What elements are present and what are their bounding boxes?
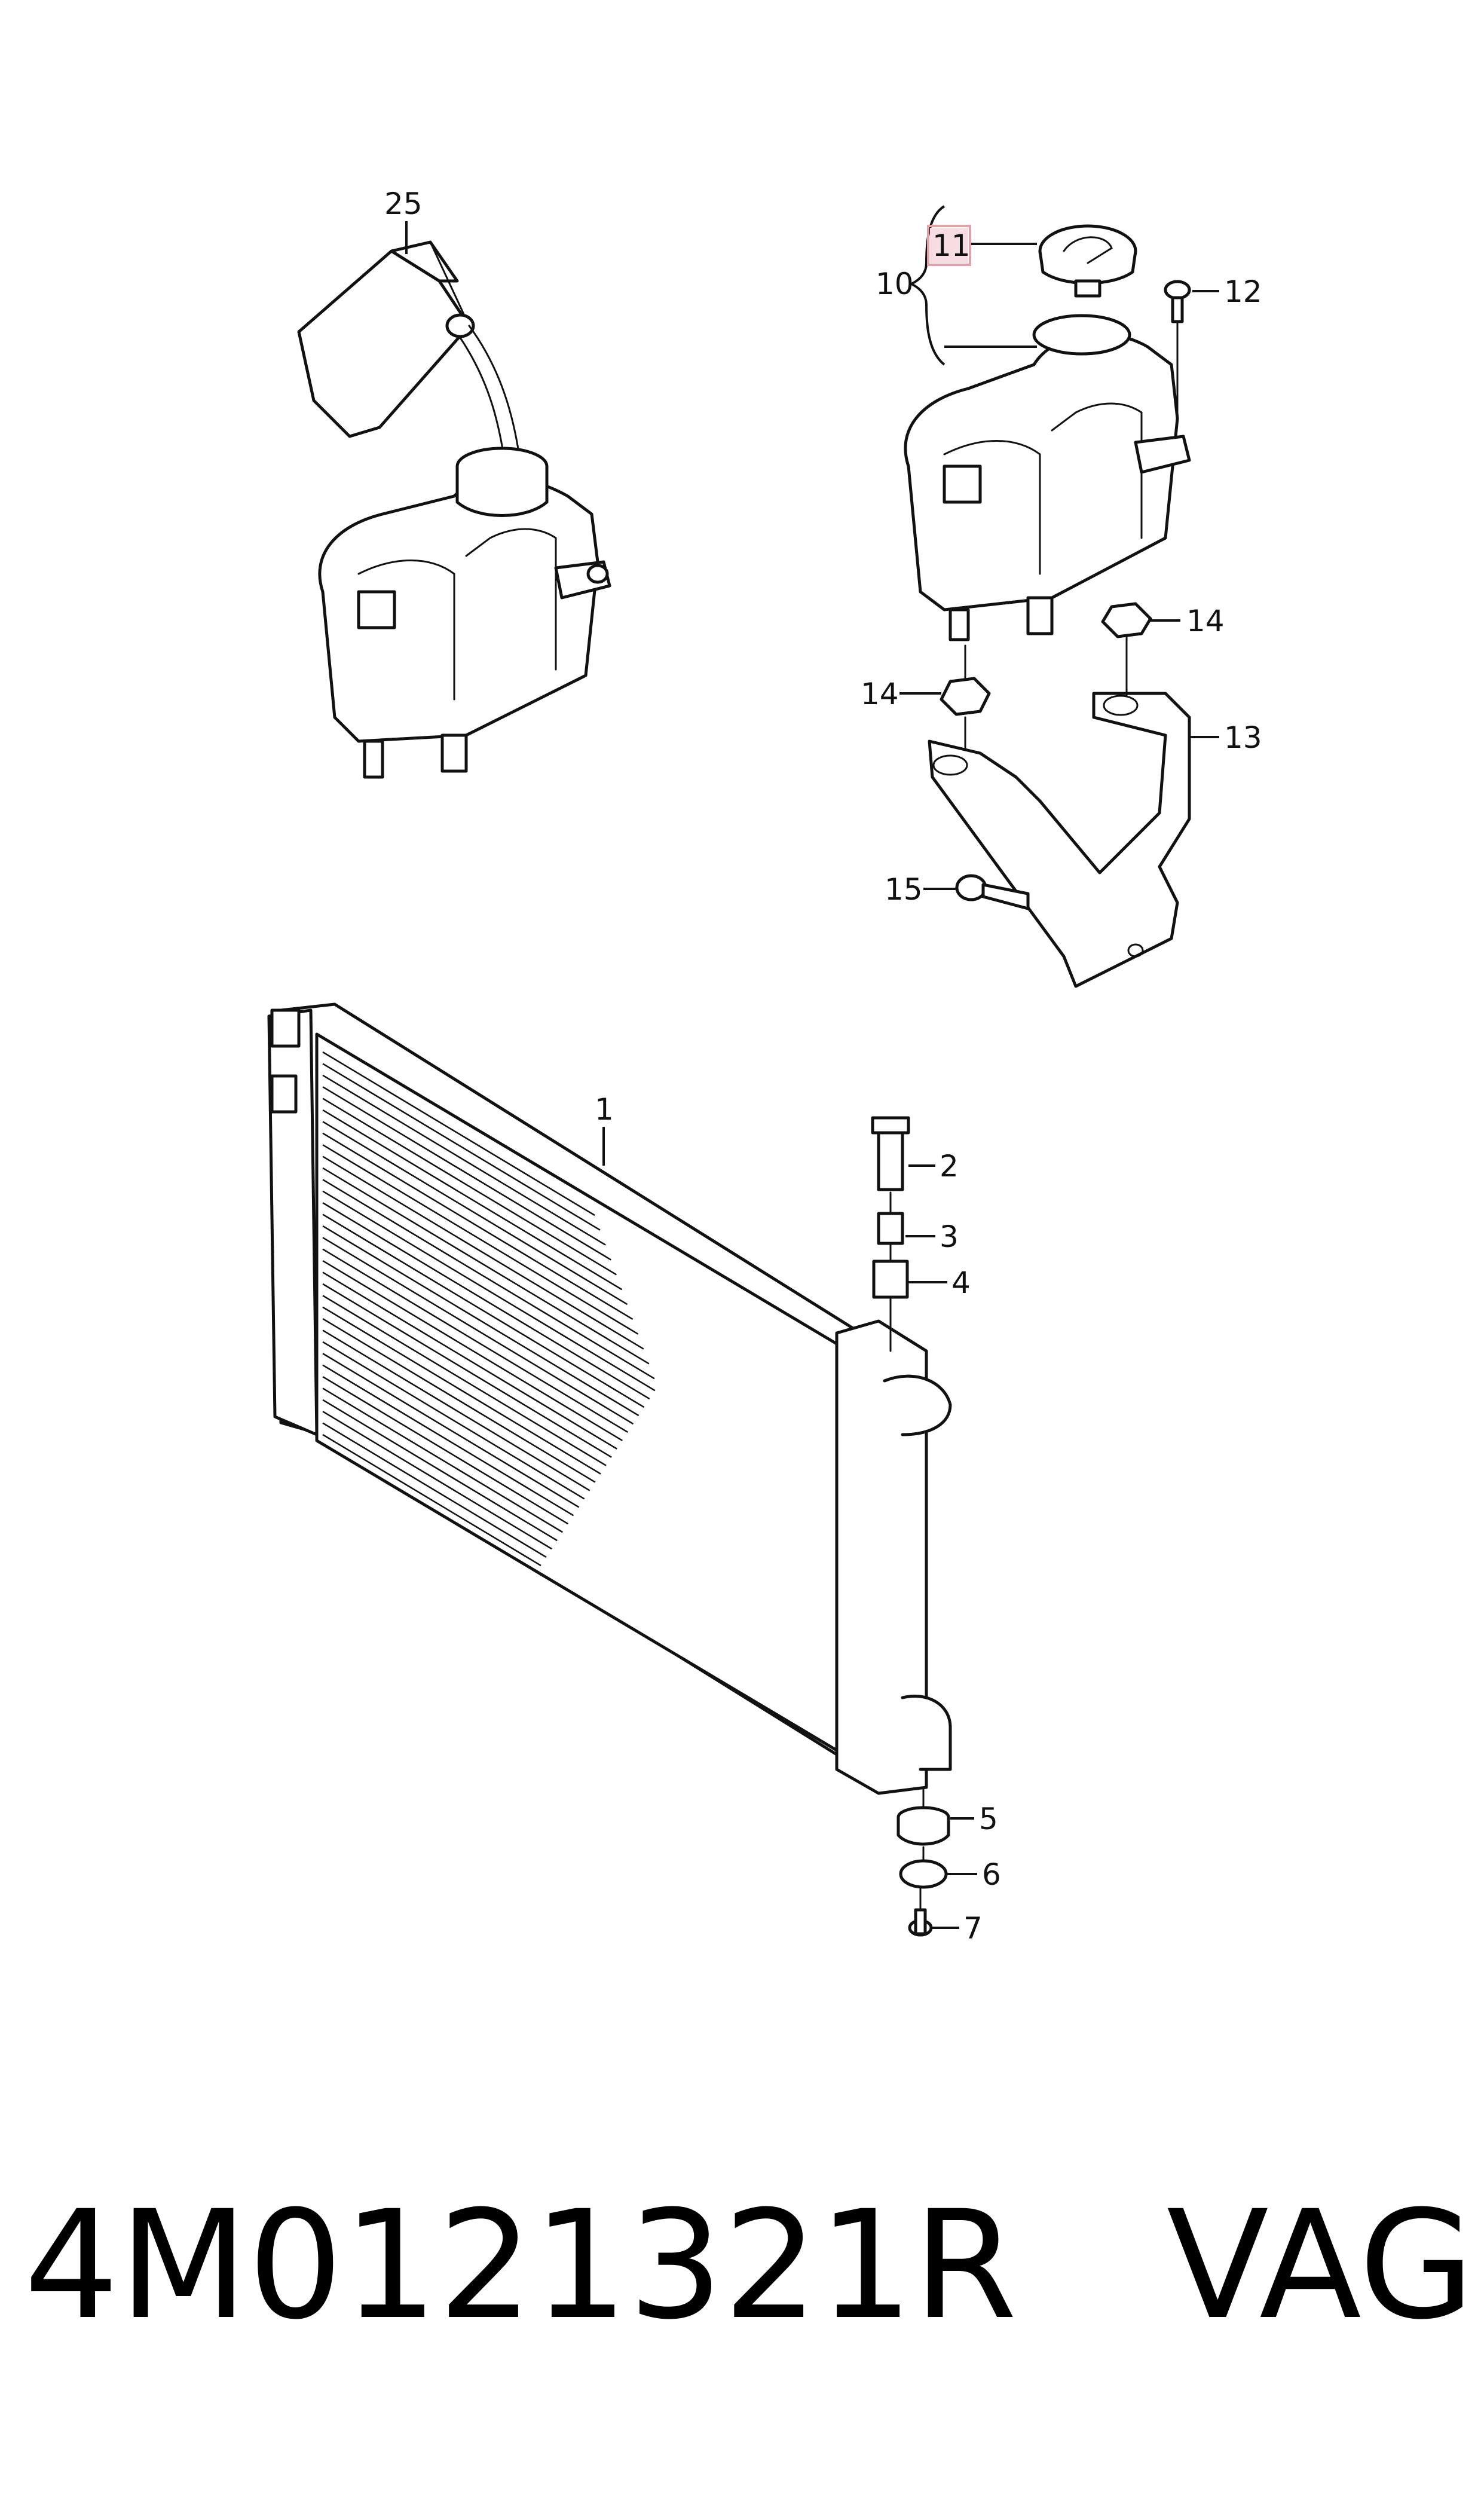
radiator-illustration (267, 1002, 952, 1795)
radiator-fin (322, 1109, 623, 1291)
callout-5: 5 (979, 1802, 998, 1836)
radiator-fin (322, 1132, 634, 1320)
radiator-fin (322, 1144, 639, 1335)
radiator-fins (322, 1051, 656, 1567)
callout-6: 6 (982, 1857, 1001, 1892)
grommet-5 (896, 1806, 950, 1846)
brand-label: VAG (1166, 2178, 1475, 2352)
radiator-fin (322, 1387, 564, 1533)
callout-10: 10 (876, 267, 914, 301)
callout-14-left: 14 (861, 677, 899, 711)
callout-15: 15 (885, 872, 923, 907)
radiator-fin (322, 1074, 606, 1246)
part-number: 4M0121321R (24, 2178, 1017, 2352)
radiator-fin (322, 1225, 640, 1417)
bracket-13 (928, 692, 1191, 988)
mount-4 (872, 1259, 909, 1299)
coolant-canister-illustration (297, 240, 521, 464)
expansion-tank-left (318, 447, 611, 779)
radiator-fin (322, 1317, 596, 1483)
radiator-fin (322, 1167, 650, 1365)
callout-11-highlight (927, 225, 971, 266)
part-number-footer: 4M0121321R VAG (24, 2176, 1474, 2355)
radiator-fin (322, 1248, 629, 1433)
radiator-fin (322, 1202, 650, 1400)
clip-nut-14-left (940, 677, 991, 716)
callout-2: 2 (940, 1149, 959, 1184)
callout-7: 7 (963, 1911, 983, 1946)
radiator-fin (322, 1295, 607, 1466)
radiator-fin (322, 1433, 541, 1567)
screw-12 (1164, 280, 1191, 323)
radiator-fin (322, 1422, 547, 1558)
radiator-fin (322, 1086, 611, 1261)
radiator-fin (322, 1411, 552, 1550)
radiator-fin (322, 1283, 612, 1458)
expansion-tank-right (904, 224, 1191, 988)
radiator-fin (322, 1155, 644, 1350)
radiator-fin (322, 1341, 585, 1500)
callout-4: 4 (951, 1265, 971, 1300)
radiator-fin (322, 1260, 623, 1441)
radiator-fin (322, 1190, 656, 1392)
radiator-fin (322, 1237, 634, 1425)
callout-1: 1 (595, 1092, 614, 1127)
radiator-fin (322, 1353, 580, 1508)
screw-7 (908, 1908, 933, 1937)
callout-11: 11 (932, 228, 971, 263)
radiator-fin (322, 1121, 628, 1306)
radiator-fin (322, 1364, 574, 1517)
callout-12: 12 (1224, 274, 1262, 309)
mount-6 (899, 1859, 948, 1889)
callout-25: 25 (384, 187, 423, 221)
callout-13: 13 (1224, 720, 1262, 755)
radiator-fin (322, 1051, 595, 1216)
radiator-fin (322, 1375, 569, 1525)
radiator-fin (322, 1271, 617, 1450)
radiator-fin (322, 1399, 558, 1542)
radiator-fin (322, 1306, 601, 1475)
radiator-fin (322, 1213, 645, 1408)
callout-14-right: 14 (1186, 604, 1225, 638)
clip-nut-14-right (1101, 602, 1152, 638)
radiator-fin (322, 1179, 655, 1380)
sensor-2 (871, 1116, 910, 1191)
radiator-fin (322, 1063, 601, 1231)
callout-3: 3 (940, 1219, 959, 1254)
bolt-15 (955, 874, 1030, 910)
spacer-3 (877, 1212, 904, 1245)
radiator-fin (322, 1097, 617, 1276)
radiator-fin (322, 1329, 590, 1491)
